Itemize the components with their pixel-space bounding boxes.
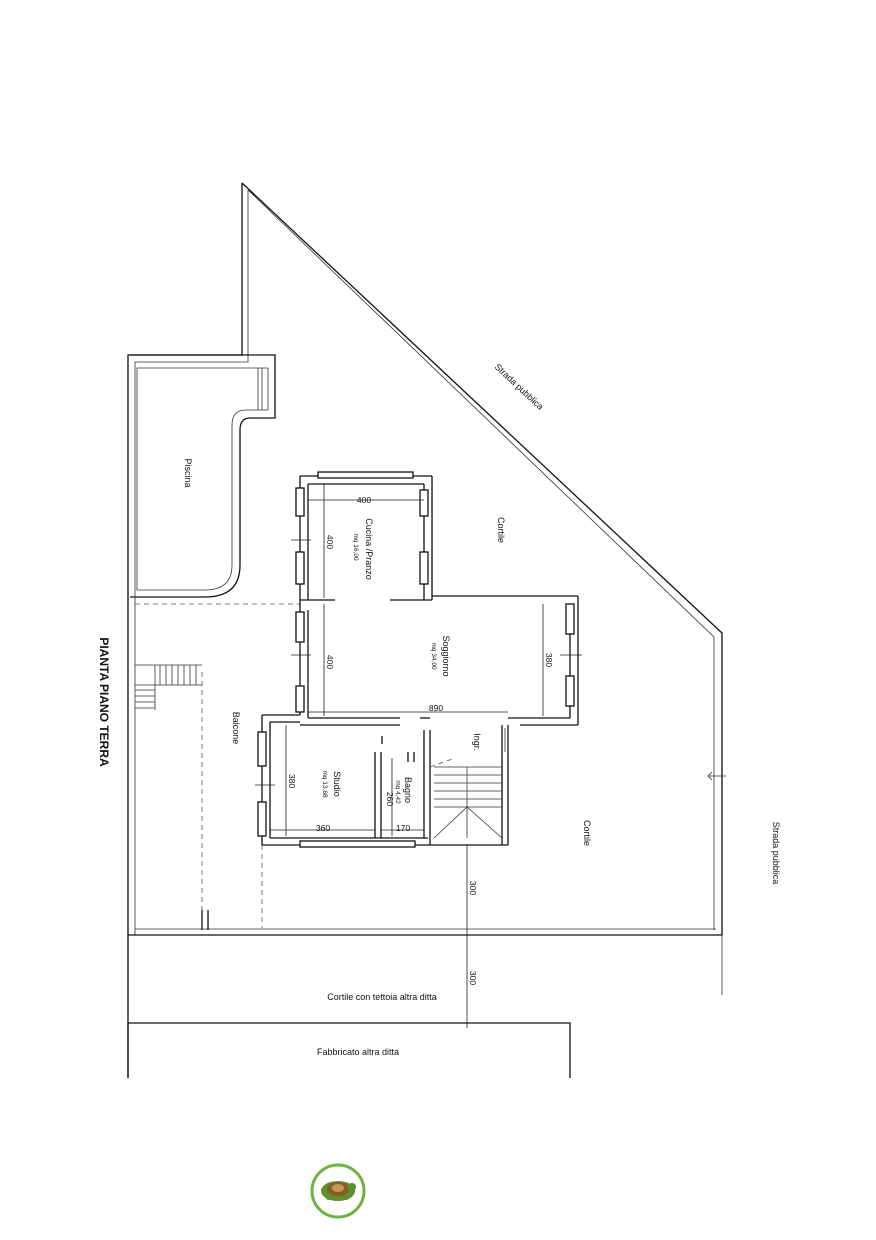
neighbour-plots <box>127 935 723 1078</box>
fabbricato-label: Fabbricato altra ditta <box>317 1047 399 1057</box>
tettoia-label: Cortile con tettoia altra ditta <box>327 992 437 1002</box>
cucina-area: mq 16,00 <box>352 533 359 560</box>
bagno-name: Bagno <box>403 777 413 803</box>
strada-top-label: Strada pubblica <box>493 362 546 412</box>
dim-soggiorno-width: 380 <box>544 653 554 667</box>
dim-cucina-width: 400 <box>357 495 371 505</box>
dim-studio-width: 360 <box>316 823 330 833</box>
windows <box>257 471 575 848</box>
piscina-label: Piscina <box>183 458 193 487</box>
balcone-label: Balcone <box>231 712 241 745</box>
piscina-outline <box>130 354 276 598</box>
dim-setback-1: 300 <box>468 881 478 895</box>
site-boundary <box>127 182 723 936</box>
soggiorno-area: mq 34,00 <box>430 642 437 669</box>
internal-stair <box>429 757 503 839</box>
bagno-area: mq 4,42 <box>394 780 401 804</box>
cucina-name: Cucina /Pranzo <box>364 518 374 580</box>
dim-bagno-depth: 260 <box>385 792 395 806</box>
dim-bagno-width: 170 <box>396 823 410 833</box>
external-stair <box>135 664 209 930</box>
studio-name: Studio <box>332 771 342 797</box>
dimension-lines <box>255 484 582 1028</box>
ingresso-label: Ingr. <box>472 733 482 751</box>
building-walls <box>261 475 579 846</box>
dim-soggiorno-depth: 400 <box>325 655 335 669</box>
dashed-lines <box>135 603 300 928</box>
dim-studio-depth: 380 <box>287 774 297 788</box>
turtle-logo-icon <box>310 1163 366 1219</box>
door-marks <box>381 728 726 781</box>
cortile-right-label: Cortile <box>582 820 592 846</box>
dim-cucina-depth: 400 <box>325 535 335 549</box>
dim-setback-2: 300 <box>468 971 478 985</box>
dim-ground-length: 890 <box>429 703 443 713</box>
cortile-top-label: Cortile <box>496 517 506 543</box>
studio-area: mq 13,68 <box>321 770 328 797</box>
strada-right-label: Strada pubblica <box>771 822 781 885</box>
plan-title: PIANTA PIANO TERRA <box>97 637 111 767</box>
soggiorno-name: Soggiorno <box>441 635 451 676</box>
